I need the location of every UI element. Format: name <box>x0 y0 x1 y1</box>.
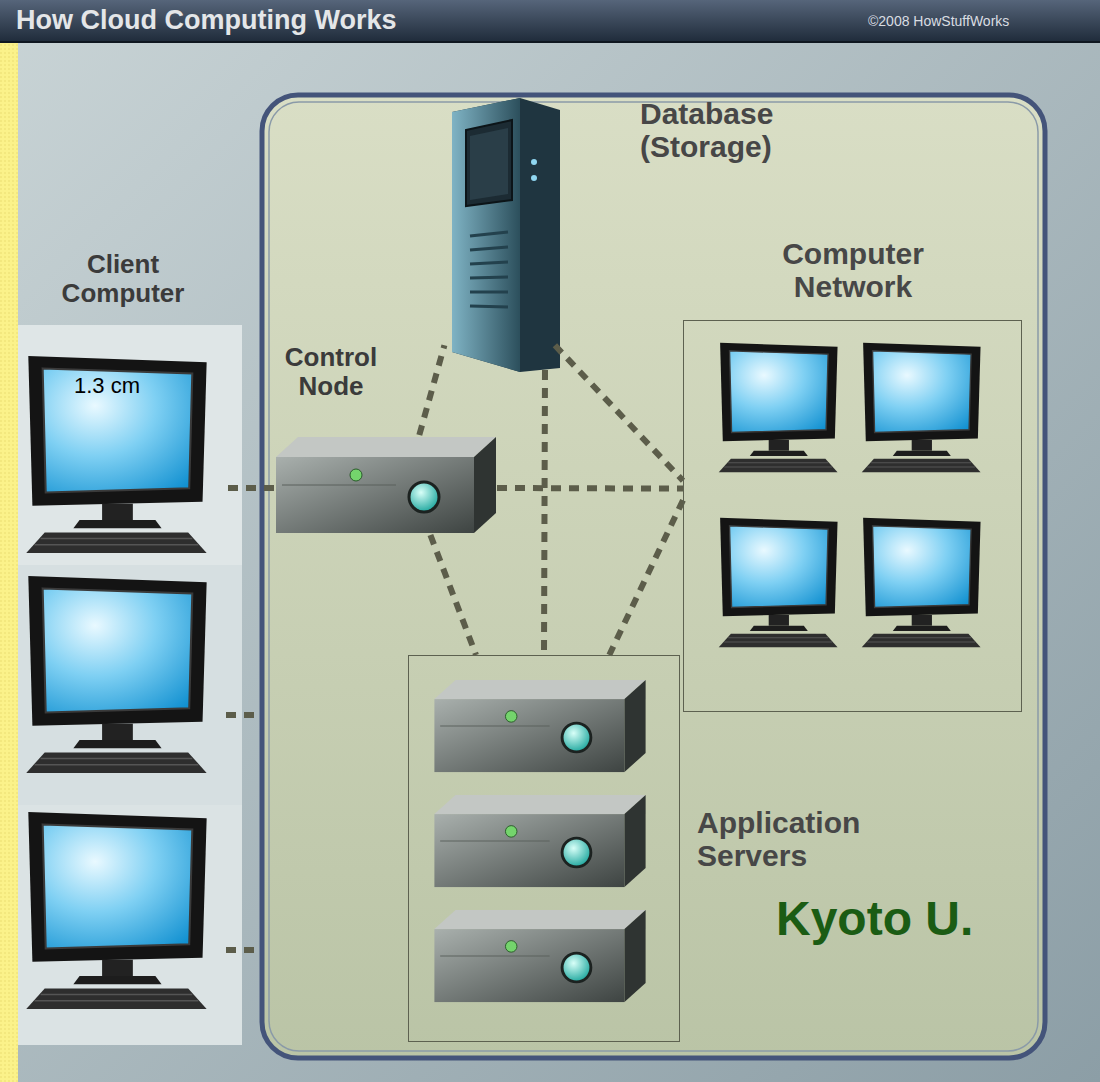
network-monitor <box>719 518 838 648</box>
title-bar <box>0 0 1100 42</box>
client-monitor <box>26 356 206 553</box>
node-heading: Control Node <box>267 343 395 400</box>
client-panel <box>18 325 242 565</box>
client-link <box>226 715 262 950</box>
dashed-link <box>544 370 545 655</box>
client-panel <box>18 565 242 805</box>
application-server <box>434 680 645 772</box>
control-server <box>276 437 496 533</box>
client-monitor <box>26 576 206 773</box>
client-monitor <box>26 812 206 1009</box>
node-heading: Database (Storage) <box>640 97 880 163</box>
group-heading: Application Servers <box>697 806 947 872</box>
page-title: How Cloud Computing Works <box>16 6 776 36</box>
cloud-region <box>262 95 1045 1058</box>
node-heading: Client Computer <box>48 250 198 307</box>
dashed-link <box>419 345 444 435</box>
network-monitor <box>862 518 981 648</box>
dashed-link <box>497 485 683 492</box>
copyright-note: ©2008 HowStuffWorks <box>868 14 1088 29</box>
client-computer: Client Computer <box>18 250 228 555</box>
dimension-label: 1.3 cm <box>74 374 194 398</box>
database-node: Database (Storage) <box>435 95 905 370</box>
network-monitor <box>862 343 981 473</box>
dashed-link <box>609 500 683 655</box>
client-panel <box>18 805 242 1045</box>
dashed-link <box>430 535 476 655</box>
watermark: Kyoto U. <box>776 893 1038 946</box>
title-rule <box>0 41 1100 43</box>
group-heading: Computer Network <box>728 237 978 303</box>
dashed-link <box>228 485 275 491</box>
side-strip <box>0 0 18 1082</box>
database-tower <box>452 98 560 372</box>
control-node: Control Node <box>275 435 497 535</box>
server-group: Application Servers <box>408 655 680 1042</box>
network-monitor <box>719 343 838 473</box>
dashed-link <box>555 345 683 480</box>
application-server <box>434 910 645 1002</box>
cloud-region-inner <box>269 102 1038 1051</box>
application-server <box>434 795 645 887</box>
network-group: Computer Network <box>683 320 1022 712</box>
